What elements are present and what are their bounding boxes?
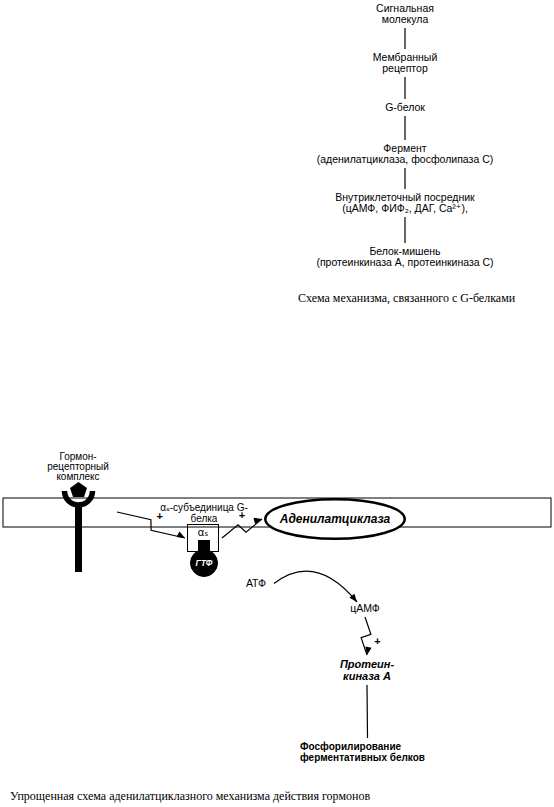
flow-arrow (405, 28, 406, 49)
node-heading: αₛ-субъединица G-белка (158, 502, 250, 524)
arrow-head (176, 531, 185, 538)
flow-step: Сигнальная молекула (370, 3, 440, 25)
node-heading: Белок-мишень (300, 246, 510, 257)
plus-sign: + (239, 510, 245, 521)
product-text: цАМФ (345, 603, 385, 614)
node-text: Мембранный рецептор (370, 52, 440, 74)
activation-arrow (117, 512, 185, 538)
result-text: Фосфорилирование ферментативных белков (300, 741, 435, 763)
plus-sign: + (374, 636, 380, 647)
flow-arrow (405, 168, 406, 189)
receptor-complex: Гормон-рецепторный комплекс (42, 452, 114, 572)
connector-line (404, 28, 405, 49)
connector-line (274, 571, 357, 602)
node-text: цАМФ (345, 603, 385, 614)
node-text: Гормон-рецепторный комплекс (42, 452, 114, 482)
plus-sign: + (157, 511, 163, 522)
activation-arrow (361, 617, 372, 655)
node-text: ГТФ (196, 558, 213, 569)
flow-arrow (405, 77, 406, 99)
node-text: (протеинкиназа А, протеинкиназа С) (300, 257, 510, 268)
flow-step: Внутриклеточный посредник (цАМФ, ФИФ₂, Д… (325, 192, 485, 214)
node-text: АТФ (240, 578, 272, 589)
node-heading: Фермент (305, 143, 505, 154)
node-text: Сигнальная молекула (370, 3, 440, 25)
hormone-symbol (70, 482, 87, 497)
figure-caption: Упрощенная схема аденилатциклазного меха… (10, 789, 370, 803)
connector-line (117, 512, 185, 538)
connector-line (404, 116, 405, 140)
node-text: G-белок (365, 102, 445, 113)
flow-arrow (405, 116, 406, 140)
connector-line (404, 217, 405, 243)
connector-line (222, 519, 262, 538)
enzyme-ellipse: Аденилатциклаза (264, 498, 406, 540)
node-text: Протеин-киназа А (338, 658, 396, 682)
node-text: αₛ (188, 526, 218, 538)
flow-step: Мембранный рецептор (370, 52, 440, 74)
connector-line (404, 77, 405, 99)
flow-arrow (367, 685, 369, 738)
receptor-stem (75, 503, 82, 572)
g-protein-box: αₛ-субъединица G-белкаαₛ (187, 524, 219, 552)
arrow-head (365, 647, 371, 655)
node-text: Фосфорилирование ферментативных белков (300, 741, 435, 763)
arrow-head (349, 594, 357, 602)
connector-line (366, 685, 368, 738)
flow-step: Белок-мишень(протеинкиназа А, протеинкин… (300, 246, 510, 268)
flow-step: Фермент(аденилатциклаза, фосфолипаза С) (305, 143, 505, 165)
node-text: Внутриклеточный посредник (цАМФ, ФИФ₂, Д… (325, 192, 485, 214)
connector-line (404, 168, 405, 189)
node-text: Аденилатциклаза (280, 514, 391, 525)
arrow-head (253, 518, 262, 524)
flow-arrow (405, 217, 406, 243)
substrate-text: АТФ (240, 578, 272, 589)
flow-step: G-белок (365, 102, 445, 113)
node-text: (аденилатциклаза, фосфолипаза С) (305, 154, 505, 165)
kinase-text: Протеин-киназа А (338, 658, 396, 682)
reaction-arrow (274, 571, 357, 602)
figure-caption: Схема механизма, связанного с G-белками (298, 291, 515, 305)
gtp-circle: ГТФ (190, 549, 218, 577)
connector-line (361, 617, 371, 655)
